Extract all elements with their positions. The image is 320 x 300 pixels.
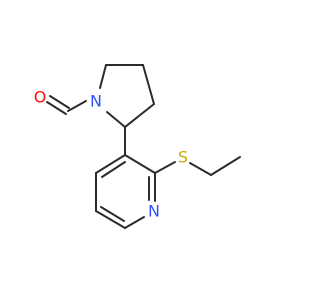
bond-c6-c5-pyr [95,210,126,229]
bond-c3-c2 [124,103,155,128]
bond-c2-n [106,111,126,128]
bond-n-c5 [99,64,107,89]
bond-c6-c5-pyr-inner [100,206,125,222]
atom-oxygen: O [34,88,47,107]
molecule-structure: O N S N [34,64,241,229]
bond-c3-c2-pyr [124,154,156,174]
formyl-group [46,95,87,115]
atom-sulfur: S [178,148,188,167]
bond-c4-c3-pyr [95,154,126,174]
bond-n-c6-pyr [124,216,145,229]
ethylthio-group [154,156,241,176]
bond-c-o-double-1 [49,95,70,109]
bond-s-ch2 [189,162,212,176]
bond-ch2-ch3 [210,156,241,176]
bond-c4-c3 [142,64,155,105]
bond-formyl-c-n [67,100,87,112]
pyridine-ring [95,154,156,229]
bond-c-o-double-2 [46,101,67,115]
bond-c4-c3-pyr-inner [101,161,126,178]
atom-nitrogen-pyrrolidine: N [90,92,102,111]
pyrrolidine-ring [99,64,155,128]
bond-c2-s [154,161,176,174]
atom-nitrogen-pyridine: N [148,202,160,221]
